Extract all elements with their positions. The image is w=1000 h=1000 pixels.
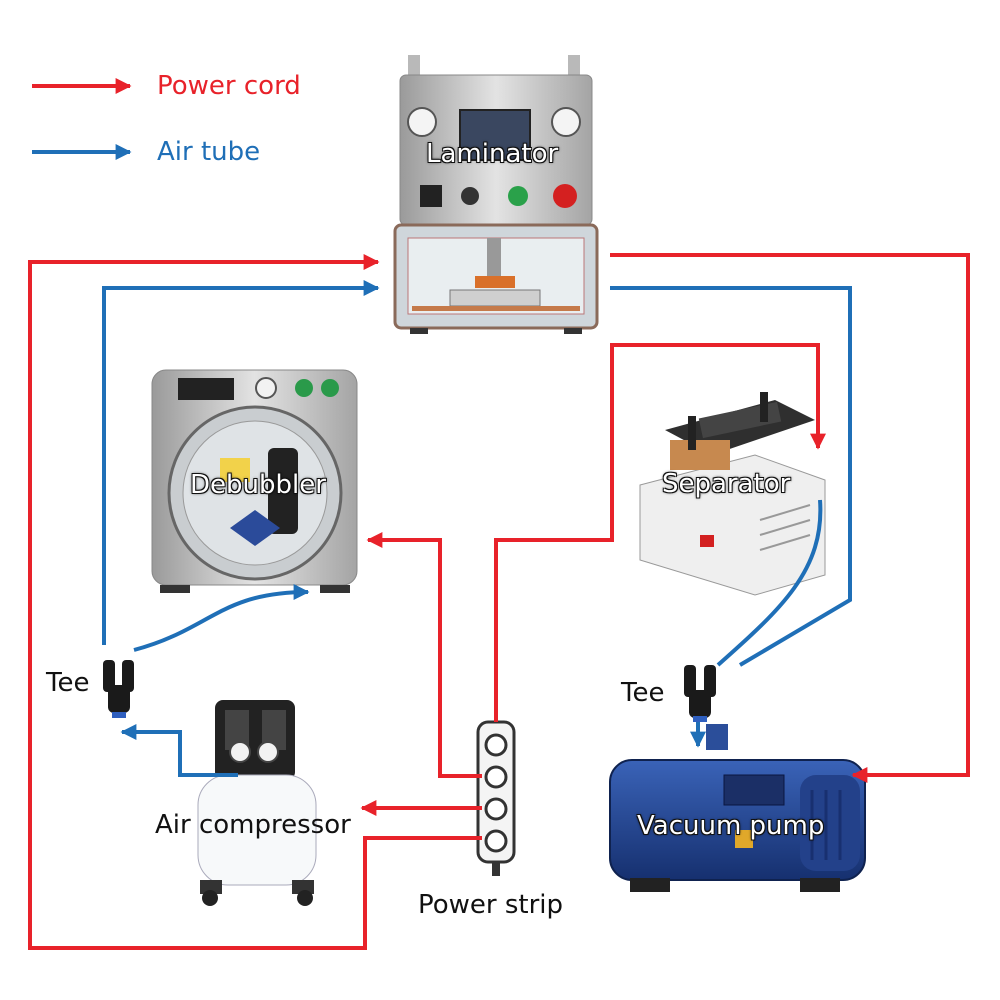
debubbler-device [151, 369, 358, 593]
air-tube-tee-to-laminator [102, 280, 380, 645]
separator-device [639, 392, 826, 596]
power-cord-separator [494, 343, 826, 722]
air-compressor-label: Air compressor [155, 810, 351, 840]
power-cord-debubbler [366, 532, 482, 778]
air-tube-laminator-to-tee [610, 286, 852, 667]
separator-label: Separator [662, 469, 791, 499]
air-tube-compressor-to-tee [120, 724, 238, 777]
air-tube-separator-to-tee [716, 499, 823, 667]
power-cord-laminator [28, 254, 482, 950]
tee-fitting-right [684, 665, 716, 722]
vacuum-pump-label: Vacuum pump [637, 811, 825, 841]
legend-air-label: Air tube [157, 137, 261, 167]
laminator-device [393, 55, 599, 334]
tee-left-label: Tee [46, 668, 90, 698]
laminator-label: Laminator [426, 139, 559, 169]
air-compressor-device [197, 700, 317, 906]
air-tube-tee-to-debubbler [133, 584, 310, 652]
power-cord-vacuum-pump [610, 253, 970, 783]
tee-fitting-left [103, 660, 134, 718]
power-strip-label: Power strip [418, 890, 564, 920]
tee-right-label: Tee [621, 678, 665, 708]
legend-power-label: Power cord [157, 71, 301, 101]
vacuum-pump-device [609, 724, 866, 892]
power-strip-device [476, 720, 516, 876]
debubbler-label: Debubbler [190, 470, 326, 500]
